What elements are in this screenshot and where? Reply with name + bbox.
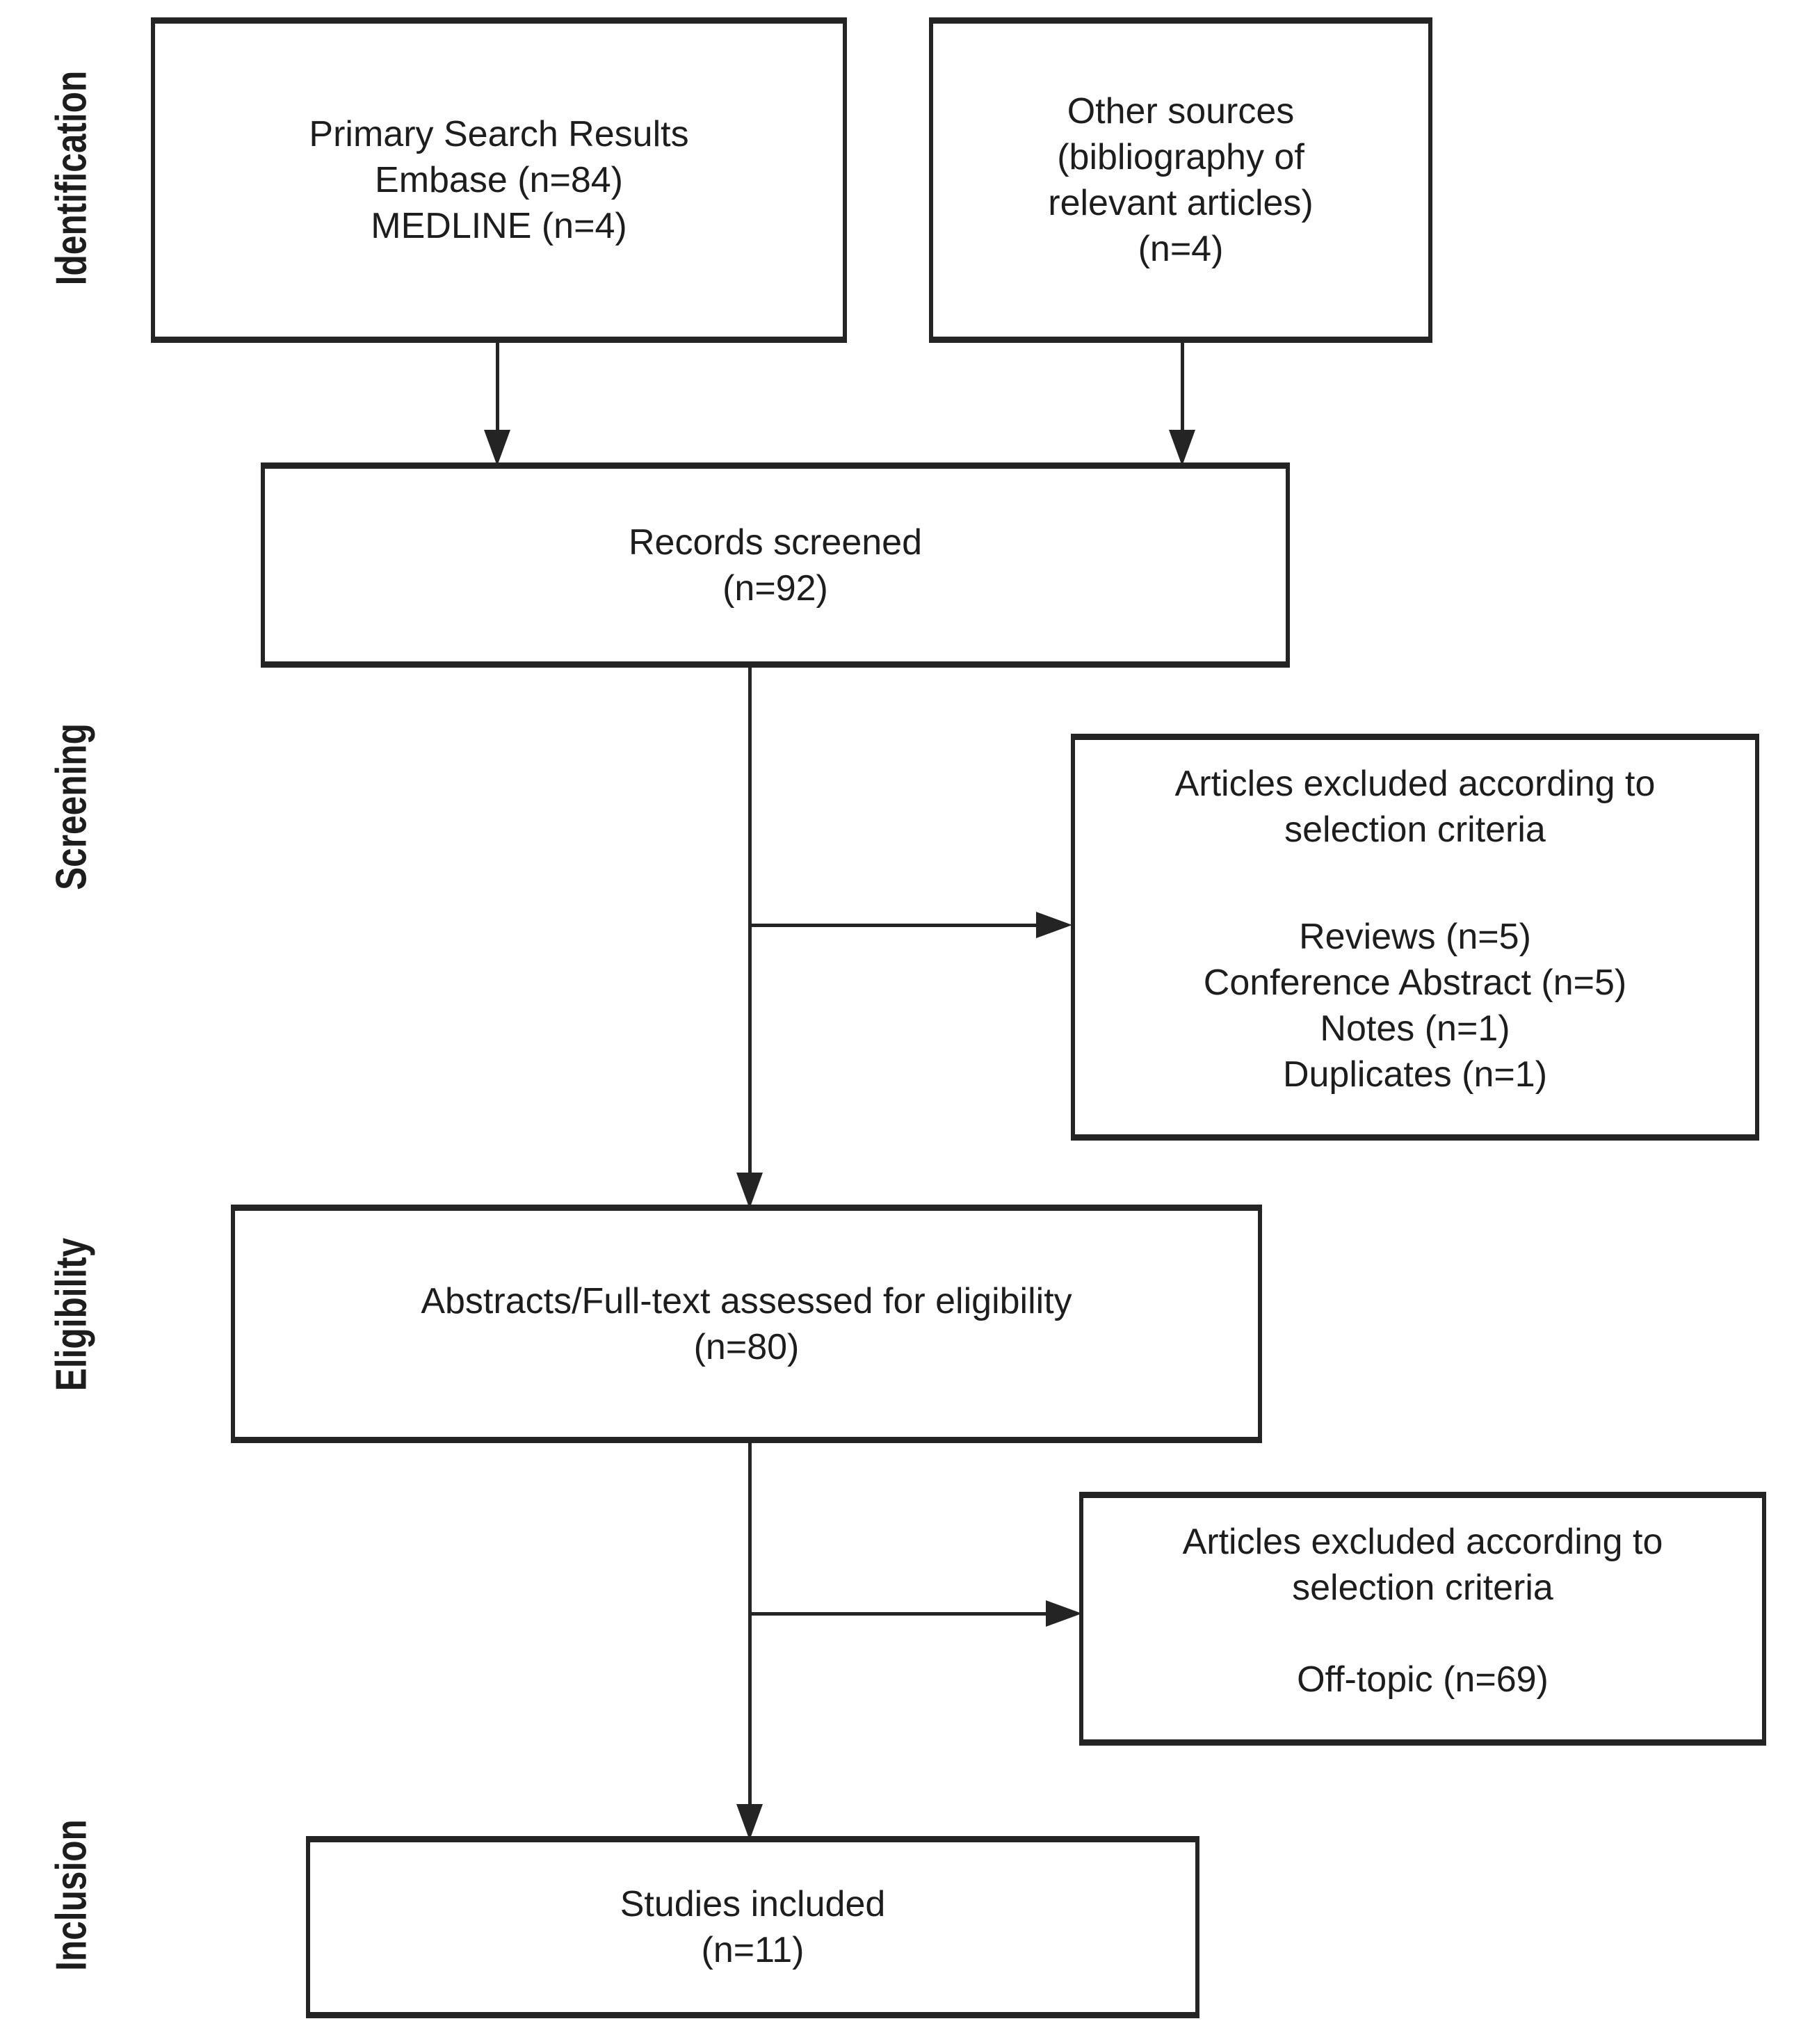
stage-label-eligibility: Eligibility [47, 1237, 96, 1392]
box-text-line: relevant articles) [1048, 183, 1314, 223]
arrowhead-down-icon [1169, 430, 1195, 466]
box-text-line: Studies included [620, 1884, 886, 1924]
box-text-line: (n=4) [1138, 229, 1224, 269]
stage-label-inclusion: Inclusion [47, 1819, 96, 1971]
box-text-line: (n=80) [693, 1326, 800, 1367]
box-primary-search-results: Primary Search Results Embase (n=84) MED… [151, 17, 847, 343]
box-text-line: (n=92) [722, 568, 828, 609]
box-text-line: Other sources [1067, 91, 1295, 131]
box-excluded-screening: Articles excluded according to selection… [1071, 734, 1759, 1141]
exclusion-reason: Duplicates (n=1) [1282, 1054, 1548, 1095]
box-text-line: Embase (n=84) [375, 160, 623, 200]
exclusion-reason: Reviews (n=5) [1299, 917, 1531, 957]
arrowhead-down-icon [736, 1173, 763, 1209]
connector-other-to-records [1181, 343, 1184, 440]
connector-primary-to-records [496, 343, 499, 440]
box-text-line: Articles excluded according to [1182, 1522, 1663, 1562]
connector-records-to-eligibility [748, 668, 752, 1179]
box-text-line: (bibliography of [1057, 137, 1304, 177]
box-eligibility-assessed: Abstracts/Full-text assessed for eligibi… [231, 1205, 1262, 1443]
box-other-sources: Other sources (bibliography of relevant … [929, 17, 1432, 343]
box-text-line: selection criteria [1292, 1568, 1553, 1608]
box-text-line: MEDLINE (n=4) [371, 206, 627, 246]
box-text-line: Primary Search Results [309, 114, 689, 154]
box-text-line: selection criteria [1284, 810, 1546, 850]
connector-branch-to-excluded-screening [750, 924, 1037, 927]
box-text-line: Articles excluded according to [1174, 764, 1656, 804]
box-excluded-eligibility: Articles excluded according to selection… [1079, 1492, 1766, 1746]
stage-label-identification: Identification [47, 70, 96, 286]
box-records-screened: Records screened (n=92) [261, 462, 1290, 668]
arrowhead-right-icon [1046, 1600, 1082, 1627]
arrowhead-down-icon [484, 430, 510, 466]
exclusion-reason: Off-topic (n=69) [1297, 1659, 1549, 1700]
stage-label-screening: Screening [47, 723, 96, 890]
connector-branch-to-excluded-eligibility [750, 1612, 1047, 1616]
connector-eligibility-to-included [748, 1443, 752, 1812]
box-studies-included: Studies included (n=11) [306, 1836, 1199, 2018]
arrowhead-down-icon [736, 1804, 763, 1840]
box-text-line: (n=11) [701, 1930, 805, 1970]
box-text-line: Records screened [629, 522, 922, 563]
arrowhead-right-icon [1036, 912, 1072, 938]
exclusion-reason: Notes (n=1) [1320, 1008, 1510, 1049]
box-text-line: Abstracts/Full-text assessed for eligibi… [421, 1280, 1072, 1321]
exclusion-reason: Conference Abstract (n=5) [1203, 963, 1627, 1003]
